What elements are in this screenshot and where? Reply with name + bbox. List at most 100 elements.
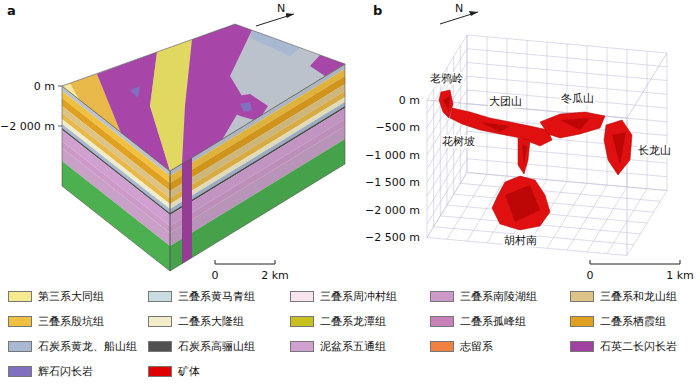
legend-text: 石炭系黄龙、船山组 [38,340,137,353]
depth-label: 0 m [33,80,56,93]
legend-text: 第三系大同组 [38,290,104,303]
map-unit [182,24,252,164]
legend-swatch [430,316,454,327]
legend-item: 二叠系大隆组 [148,314,244,328]
map-unit [225,94,268,121]
grid-line [427,49,467,114]
legend-item: 三叠系和龙山组 [570,289,677,303]
legend-item: 石炭系高骊山组 [148,339,255,353]
legend-text: 三叠系和龙山组 [600,290,677,303]
orebody-name: 长龙山 [637,144,672,157]
scale-label: 2 km [260,269,290,282]
grid-line [460,183,660,201]
geologic-block [58,13,345,271]
depth-label: −2 000 m [364,204,421,217]
legend-swatch [148,291,172,302]
legend-text: 二叠系大隆组 [178,315,244,328]
legend-item: 石英二长闪长岩 [570,339,677,353]
legend-text: 三叠系黄马青组 [178,290,255,303]
depth-label: −1 000 m [364,149,421,162]
map-unit [310,55,345,76]
legend-text: 二叠系龙潭组 [320,315,386,328]
legend-item: 二叠系龙潭组 [290,314,386,328]
legend-swatch [148,316,172,327]
orebody [540,112,605,138]
legend-swatch [290,316,314,327]
legend-item: 二叠系孤峰组 [430,314,526,328]
north-label: N [454,2,464,15]
depth-tick [58,86,62,87]
depth-label: 0 m [398,94,421,107]
legend-text: 志留系 [460,340,493,353]
legend-text: 三叠系南陵湖组 [460,290,537,303]
grid-line [467,173,667,191]
legend-swatch [570,316,594,327]
depth-label: −2 500 m [364,231,421,244]
map-surface [62,24,345,171]
north-arrowhead [469,11,478,16]
orebody-facet [522,145,527,165]
legend-item: 二叠系栖霞组 [570,314,666,328]
panel-letter: b [372,3,383,18]
legend-item: 辉石闪长岩 [8,364,93,378]
legend-item: 泥盆系五通组 [290,339,386,353]
orebody-facet [443,96,450,112]
scale-label: 0 [586,269,595,282]
legend-text: 二叠系栖霞组 [600,315,666,328]
legend-item: 三叠系南陵湖组 [430,289,537,303]
legend-swatch [290,291,314,302]
strata-band [62,161,170,271]
legend-item: 石炭系黄龙、船山组 [8,339,137,353]
grid-edge [627,53,667,118]
legend-item: 第三系大同组 [8,289,104,303]
scale-label: 1 km [665,269,695,282]
scale-bar [215,264,275,265]
map-unit [130,86,140,98]
map-unit [250,30,300,56]
legend-swatch [570,291,594,302]
orebody-name: 冬瓜山 [560,92,595,105]
orebody [492,176,550,230]
depth-label: −500 m [375,121,421,134]
scale-label: 0 [211,269,220,282]
face-outline [62,24,345,171]
legend-swatch [8,341,32,352]
orebody-model [427,11,680,264]
legend-item: 三叠系黄马青组 [148,289,255,303]
depth-label: −2 000 m [0,120,56,133]
legend-text: 辉石闪长岩 [38,365,93,378]
orebody-facet [612,132,626,165]
legend-text: 三叠系殷坑组 [38,315,104,328]
scale-tick [680,260,681,264]
legend-text: 泥盆系五通组 [320,340,386,353]
legend-item: 三叠系殷坑组 [8,314,104,328]
orebody-facet [560,118,590,130]
legend-text: 矿体 [178,365,200,378]
orebody-name: 大团山 [488,95,523,108]
legend-text: 二叠系孤峰组 [460,315,526,328]
panel-letter: a [6,3,17,18]
depth-label: −1 500 m [364,176,421,189]
legend-item: 矿体 [148,364,200,378]
map-unit [240,102,252,112]
grid-line [454,194,654,212]
scale-tick [275,260,276,264]
north-label: N [276,2,286,15]
legend-item: 志留系 [430,339,493,353]
orebody-name: 胡村南 [503,234,538,247]
grid-line [427,100,428,238]
legend-swatch [148,341,172,352]
grid-line [647,51,648,189]
orebody-facet [480,122,510,132]
scale-tick [215,260,216,264]
legend-swatch [8,291,32,302]
orebody-name: 老鸦岭 [429,72,464,85]
map-unit [62,24,345,171]
scale-bar [590,264,680,265]
orebody [518,138,530,174]
legend-text: 三叠系周冲村组 [320,290,397,303]
legend-swatch [290,341,314,352]
legend-item: 三叠系周冲村组 [290,289,397,303]
north-arrowhead [285,13,294,18]
